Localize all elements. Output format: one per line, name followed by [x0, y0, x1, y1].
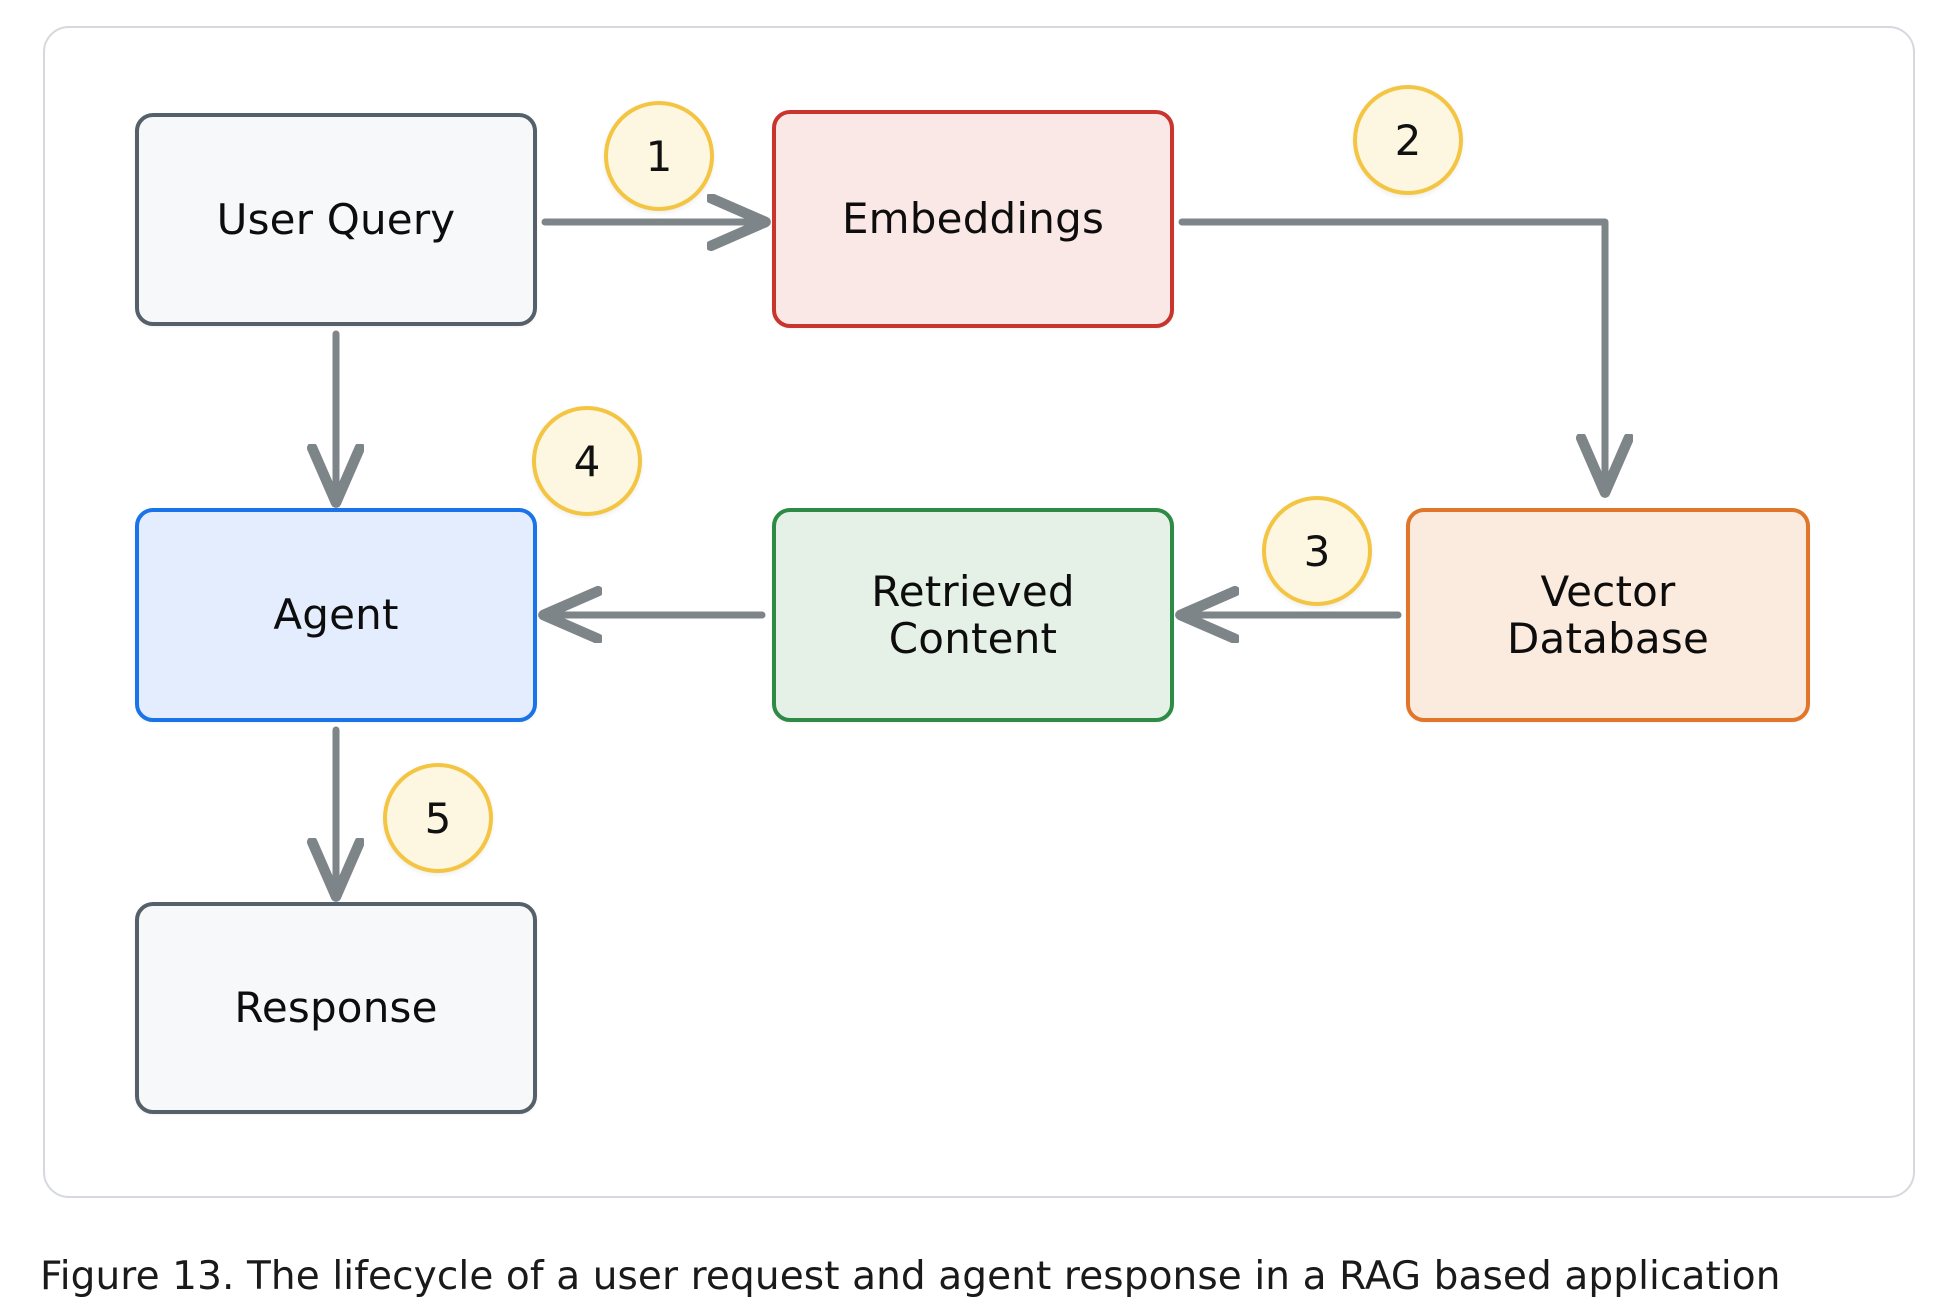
- step-badge-1-number: 1: [645, 131, 673, 181]
- node-retrieved-content[interactable]: Retrieved Content: [772, 508, 1174, 722]
- node-response-label: Response: [234, 983, 438, 1033]
- node-agent[interactable]: Agent: [135, 508, 537, 722]
- figure-caption: Figure 13. The lifecycle of a user reque…: [40, 1254, 1781, 1299]
- node-embeddings[interactable]: Embeddings: [772, 110, 1174, 328]
- step-badge-5: 5: [383, 763, 493, 873]
- node-vector-database-line1: Vector: [1540, 566, 1676, 616]
- step-badge-2-number: 2: [1394, 115, 1422, 165]
- step-badge-1: 1: [604, 101, 714, 211]
- node-retrieved-content-line2: Content: [888, 614, 1058, 663]
- step-badge-5-number: 5: [424, 793, 452, 843]
- node-user-query-label: User Query: [216, 194, 456, 244]
- node-vector-database-label: Vector Database: [1497, 568, 1719, 662]
- node-retrieved-content-line1: Retrieved: [871, 566, 1075, 616]
- node-vector-database-line2: Database: [1506, 614, 1709, 663]
- step-badge-4: 4: [532, 406, 642, 516]
- node-user-query[interactable]: User Query: [135, 113, 537, 326]
- node-embeddings-label: Embeddings: [841, 194, 1105, 244]
- step-badge-4-number: 4: [573, 436, 601, 486]
- step-badge-3-number: 3: [1303, 526, 1331, 576]
- node-retrieved-content-label: Retrieved Content: [861, 568, 1085, 662]
- step-badge-3: 3: [1262, 496, 1372, 606]
- node-response[interactable]: Response: [135, 902, 537, 1114]
- step-badge-2: 2: [1353, 85, 1463, 195]
- node-agent-label: Agent: [273, 590, 399, 640]
- node-vector-database[interactable]: Vector Database: [1406, 508, 1810, 722]
